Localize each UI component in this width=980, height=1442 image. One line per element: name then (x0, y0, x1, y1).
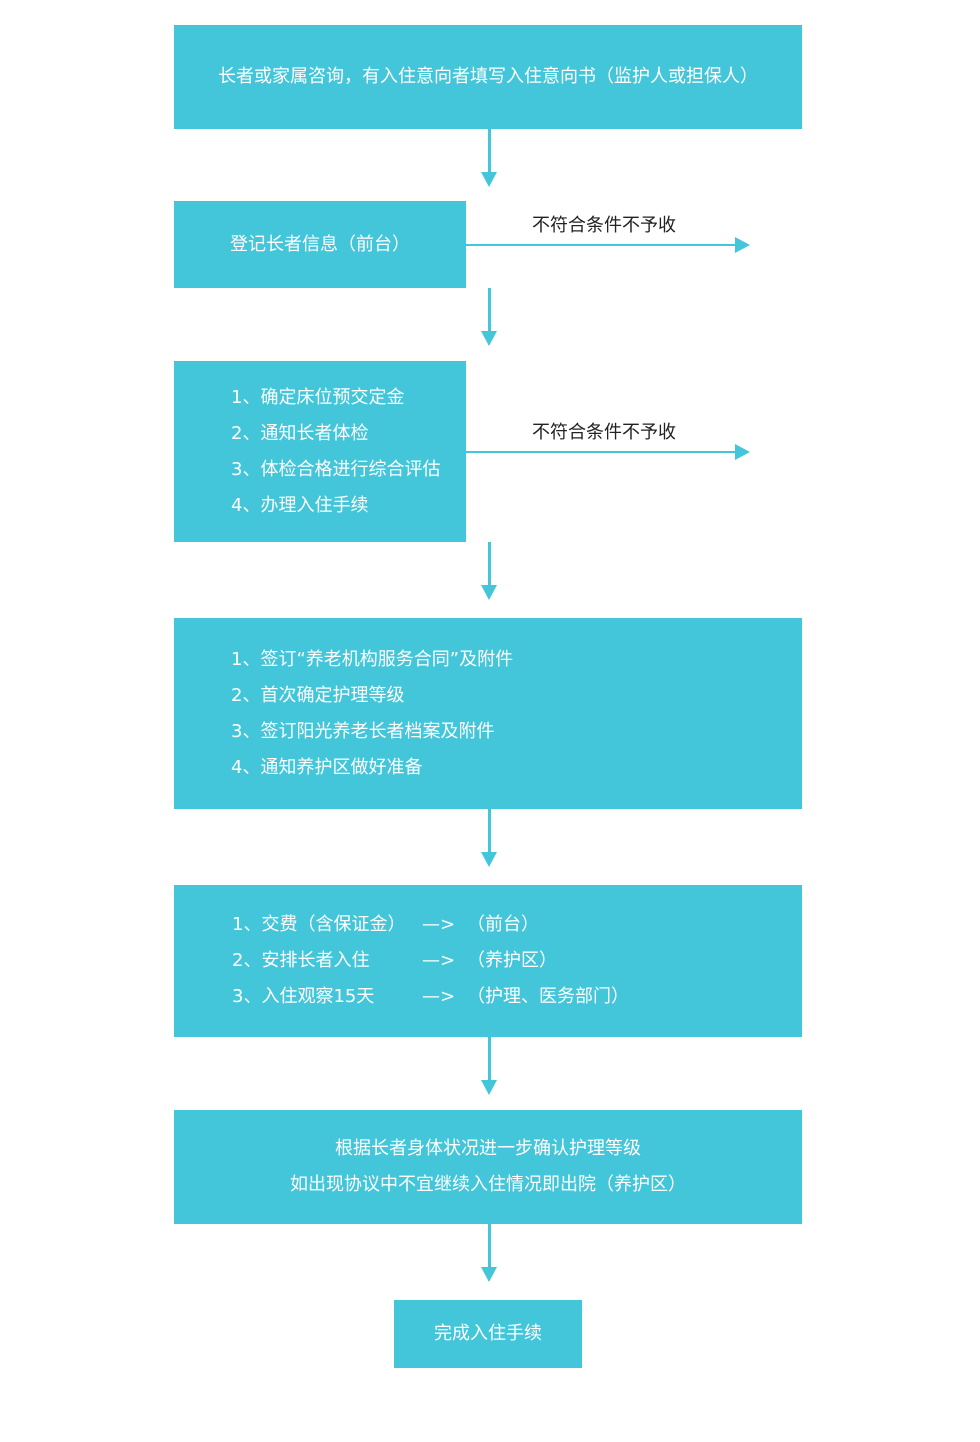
step-5-arrow: —> (422, 986, 456, 1007)
flow-arrow-3-head (481, 585, 497, 600)
step-3-item: 4、办理入住手续 (231, 494, 369, 516)
step-3-item: 1、确定床位预交定金 (231, 386, 405, 408)
flow-arrow-2-line (488, 288, 491, 332)
step-6-line: 根据长者身体状况进一步确认护理等级 (335, 1138, 641, 1159)
reject-arrow-2-line (466, 451, 736, 453)
step-5-task: 1、交费（含保证金） (232, 914, 406, 935)
step-4-item: 4、通知养护区做好准备 (231, 756, 423, 778)
reject-arrow-1-line (466, 244, 736, 246)
flow-arrow-4-head (481, 852, 497, 867)
step-3-item: 2、通知长者体检 (231, 422, 369, 444)
step-4-box: 1、签订“养老机构服务合同”及附件 2、首次确定护理等级 3、签订阳光养老长者档… (174, 618, 802, 809)
flow-arrow-5-head (481, 1080, 497, 1095)
step-2-text: 登记长者信息（前台） (230, 233, 410, 255)
step-6-box: 根据长者身体状况进一步确认护理等级 如出现协议中不宜继续入住情况即出院（养护区） (174, 1110, 802, 1224)
step-5-task: 2、安排长者入住 (232, 950, 370, 971)
flow-arrow-5-line (488, 1037, 491, 1081)
step-5-arrow: —> (422, 914, 456, 935)
step-5-row: 2、安排长者入住 —> （养护区） (232, 943, 802, 979)
flow-arrow-1-head (481, 172, 497, 187)
reject-arrow-2-head (735, 444, 750, 460)
step-7-text: 完成入住手续 (434, 1323, 542, 1344)
reject-label-1: 不符合条件不予收 (532, 215, 676, 236)
step-3-item: 3、体检合格进行综合评估 (231, 458, 441, 480)
step-2-box: 登记长者信息（前台） (174, 201, 466, 288)
flow-arrow-3-line (488, 542, 491, 586)
step-5-task: 3、入住观察15天 (232, 986, 375, 1007)
step-5-dept: （护理、医务部门） (467, 986, 629, 1007)
flow-arrow-6-line (488, 1224, 491, 1268)
step-4-item: 1、签订“养老机构服务合同”及附件 (231, 648, 514, 670)
step-1-text: 长者或家属咨询，有入住意向者填写入住意向书（监护人或担保人） (218, 66, 758, 87)
step-6-line: 如出现协议中不宜继续入住情况即出院（养护区） (290, 1174, 686, 1195)
step-5-dept: （养护区） (467, 950, 557, 971)
step-5-row: 1、交费（含保证金） —> （前台） (232, 907, 802, 943)
step-1-box: 长者或家属咨询，有入住意向者填写入住意向书（监护人或担保人） (174, 25, 802, 129)
reject-label-2: 不符合条件不予收 (532, 422, 676, 443)
step-4-item: 2、首次确定护理等级 (231, 684, 405, 706)
flow-arrow-1-line (488, 129, 491, 173)
reject-arrow-1-head (735, 237, 750, 253)
step-5-dept: （前台） (467, 914, 539, 935)
flow-arrow-4-line (488, 809, 491, 853)
flow-arrow-2-head (481, 331, 497, 346)
step-5-box: 1、交费（含保证金） —> （前台） 2、安排长者入住 —> （养护区） 3、入… (174, 885, 802, 1037)
step-5-row: 3、入住观察15天 —> （护理、医务部门） (232, 979, 802, 1015)
step-5-arrow: —> (422, 950, 456, 971)
step-7-box: 完成入住手续 (394, 1300, 582, 1368)
flow-arrow-6-head (481, 1267, 497, 1282)
step-3-box: 1、确定床位预交定金 2、通知长者体检 3、体检合格进行综合评估 4、办理入住手… (174, 361, 466, 542)
step-4-item: 3、签订阳光养老长者档案及附件 (231, 720, 495, 742)
